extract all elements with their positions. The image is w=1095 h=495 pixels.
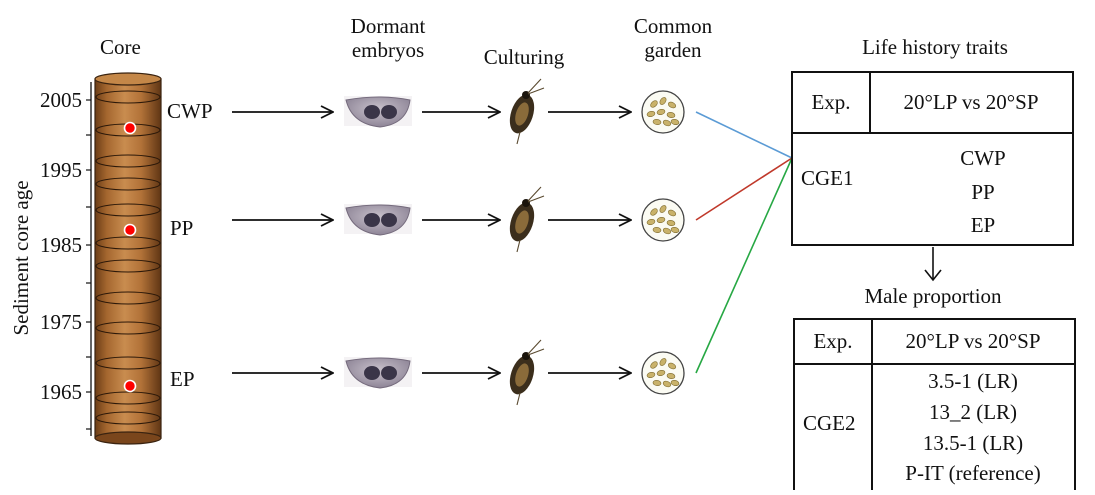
connector-line-cwp [695, 111, 793, 159]
common-garden-icon [641, 351, 685, 395]
dormant-embryo-icon [344, 204, 412, 236]
axis-tick-label: 2005 [40, 88, 82, 112]
table2-item-1: 3.5-1 (LR) [928, 369, 1018, 393]
sample-marker-pp [123, 223, 137, 237]
core-layer-ring [95, 411, 161, 425]
header-culturing: Culturing [483, 45, 565, 69]
table1-header-row: Exp. 20°LP vs 20°SP [793, 73, 1072, 134]
common-garden-icon [641, 90, 685, 134]
sediment-core [94, 72, 162, 445]
core-layer-ring [95, 90, 161, 104]
sample-marker-ep [123, 379, 137, 393]
dormant-embryo-icon [344, 357, 412, 389]
daphnia-icon [509, 186, 545, 253]
life-history-table: Exp. 20°LP vs 20°SP CGE1 CWP PP EP [791, 71, 1074, 246]
flow-row [232, 78, 685, 145]
population-label-cwp: CWP [167, 99, 213, 123]
male-proportion-table: Exp. 20°LP vs 20°SP CGE2 3.5-1 (LR) 13_2… [793, 318, 1076, 490]
core-layer-ring [95, 291, 161, 305]
core-layers [95, 90, 161, 425]
table1-header-exp: Exp. [811, 90, 851, 114]
age-axis: 2005 1995 1985 1975 1965 Sediment core age [9, 82, 92, 436]
table2-item-4: P-IT (reference) [905, 461, 1041, 485]
header-life-history-traits: Life history traits [862, 35, 1008, 59]
core-layer-ring [95, 321, 161, 335]
core-layer-ring [95, 154, 161, 168]
axis-tick-label: 1985 [40, 233, 82, 257]
axis-ticks: 2005 1995 1985 1975 1965 [40, 88, 91, 430]
sample-markers [123, 121, 137, 393]
table1-header-condition: 20°LP vs 20°SP [903, 90, 1039, 114]
axis-tick-label: 1975 [40, 310, 82, 334]
table2-header-exp: Exp. [813, 329, 853, 353]
table2-header-row: Exp. 20°LP vs 20°SP [795, 320, 1074, 365]
core-layer-ring [95, 259, 161, 273]
table2-divider [871, 320, 873, 363]
axis-tick-label: 1965 [40, 380, 82, 404]
table1-item-cwp: CWP [960, 146, 1006, 170]
population-label-pp: PP [170, 216, 193, 240]
table2-item-2: 13_2 (LR) [928, 400, 1018, 424]
connector-line-pp [695, 157, 793, 221]
table1-divider [869, 73, 871, 132]
table1-exp-cell: CGE1 [801, 166, 854, 190]
flow-rows [232, 78, 685, 406]
table2-exp-cell: CGE2 [803, 411, 856, 435]
core-layer-ring [95, 356, 161, 370]
table2-body-divider [871, 365, 873, 490]
daphnia-icon [509, 339, 545, 406]
table1-item-pp: PP [971, 180, 995, 204]
core-layer-ring [95, 177, 161, 191]
common-garden-icon [641, 198, 685, 242]
sample-marker-cwp [123, 121, 137, 135]
connector-line-ep [695, 157, 793, 374]
axis-title: Sediment core age [9, 180, 33, 335]
population-label-ep: EP [170, 367, 195, 391]
table2-header-condition: 20°LP vs 20°SP [905, 329, 1041, 353]
table2-item-3: 13.5-1 (LR) [922, 431, 1024, 455]
daphnia-icon [509, 78, 545, 145]
connector-lines [695, 111, 793, 374]
axis-tick-label: 1995 [40, 158, 82, 182]
header-core: Core [100, 35, 141, 59]
core-layer-ring [95, 236, 161, 250]
core-layer-ring [95, 391, 161, 405]
header-dormant-embryos: Dormant embryos [350, 14, 426, 63]
dormant-embryo-icon [344, 96, 412, 128]
core-layer-ring [95, 203, 161, 217]
header-male-proportion: Male proportion [864, 284, 1002, 308]
down-arrow [924, 247, 942, 282]
flow-row [232, 186, 685, 253]
table1-item-ep: EP [970, 213, 996, 237]
flow-row [232, 339, 685, 406]
header-common-garden: Common garden [633, 14, 713, 63]
